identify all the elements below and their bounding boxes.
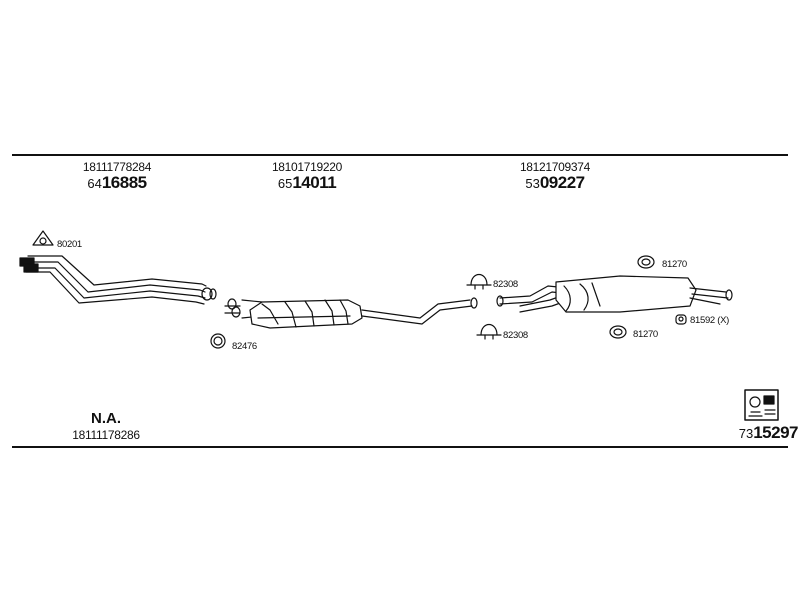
middle-silencer-drawing[interactable] — [224, 297, 478, 329]
front-pipe-drawing[interactable] — [19, 255, 217, 305]
part-middle-silencer[interactable]: 18101719220 6514011 — [252, 160, 362, 193]
part-front-pipe[interactable]: 18111778284 6416885 — [62, 160, 172, 193]
label-clamp-upper: 82308 — [493, 279, 518, 290]
catalog-number: 6514011 — [277, 173, 337, 192]
fitting-kit-icon[interactable] — [744, 389, 779, 421]
part-not-available[interactable]: N.A. 18111178286 — [56, 410, 156, 442]
ring-front-icon[interactable] — [210, 333, 226, 349]
label-gasket-front: 80201 — [57, 239, 82, 250]
catalog-number: 6416885 — [87, 173, 147, 192]
label-clamp-lower: 82308 — [503, 330, 528, 341]
oe-number: 18111778284 — [82, 160, 152, 174]
label-rubber-upper: 81270 — [662, 259, 687, 270]
label-rubber-x: 81592 (X) — [690, 315, 730, 326]
rubber-lower-icon[interactable] — [609, 325, 627, 339]
label-ring-front: 82476 — [232, 341, 257, 352]
bottom-rule — [12, 446, 788, 448]
label-rubber-lower: 81270 — [633, 329, 658, 340]
catalog-number: 7315297 — [738, 423, 799, 442]
top-rule — [12, 154, 788, 156]
catalog-number: 5309227 — [525, 173, 585, 192]
clamp-lower-icon[interactable] — [476, 323, 502, 340]
gasket-front-icon[interactable] — [32, 230, 54, 246]
part-fitting-kit[interactable]: 7315297 — [722, 423, 799, 443]
rubber-upper-icon[interactable] — [637, 255, 655, 269]
clamp-upper-icon[interactable] — [466, 273, 492, 290]
oe-number: 18111178286 — [72, 428, 140, 442]
oe-number: 18121709374 — [519, 160, 591, 174]
na-label: N.A. — [91, 410, 121, 427]
part-rear-silencer[interactable]: 18121709374 5309227 — [500, 160, 610, 193]
oe-number: 18101719220 — [271, 160, 343, 174]
rear-silencer-drawing[interactable] — [496, 275, 733, 313]
rubber-x-icon[interactable] — [675, 314, 687, 325]
